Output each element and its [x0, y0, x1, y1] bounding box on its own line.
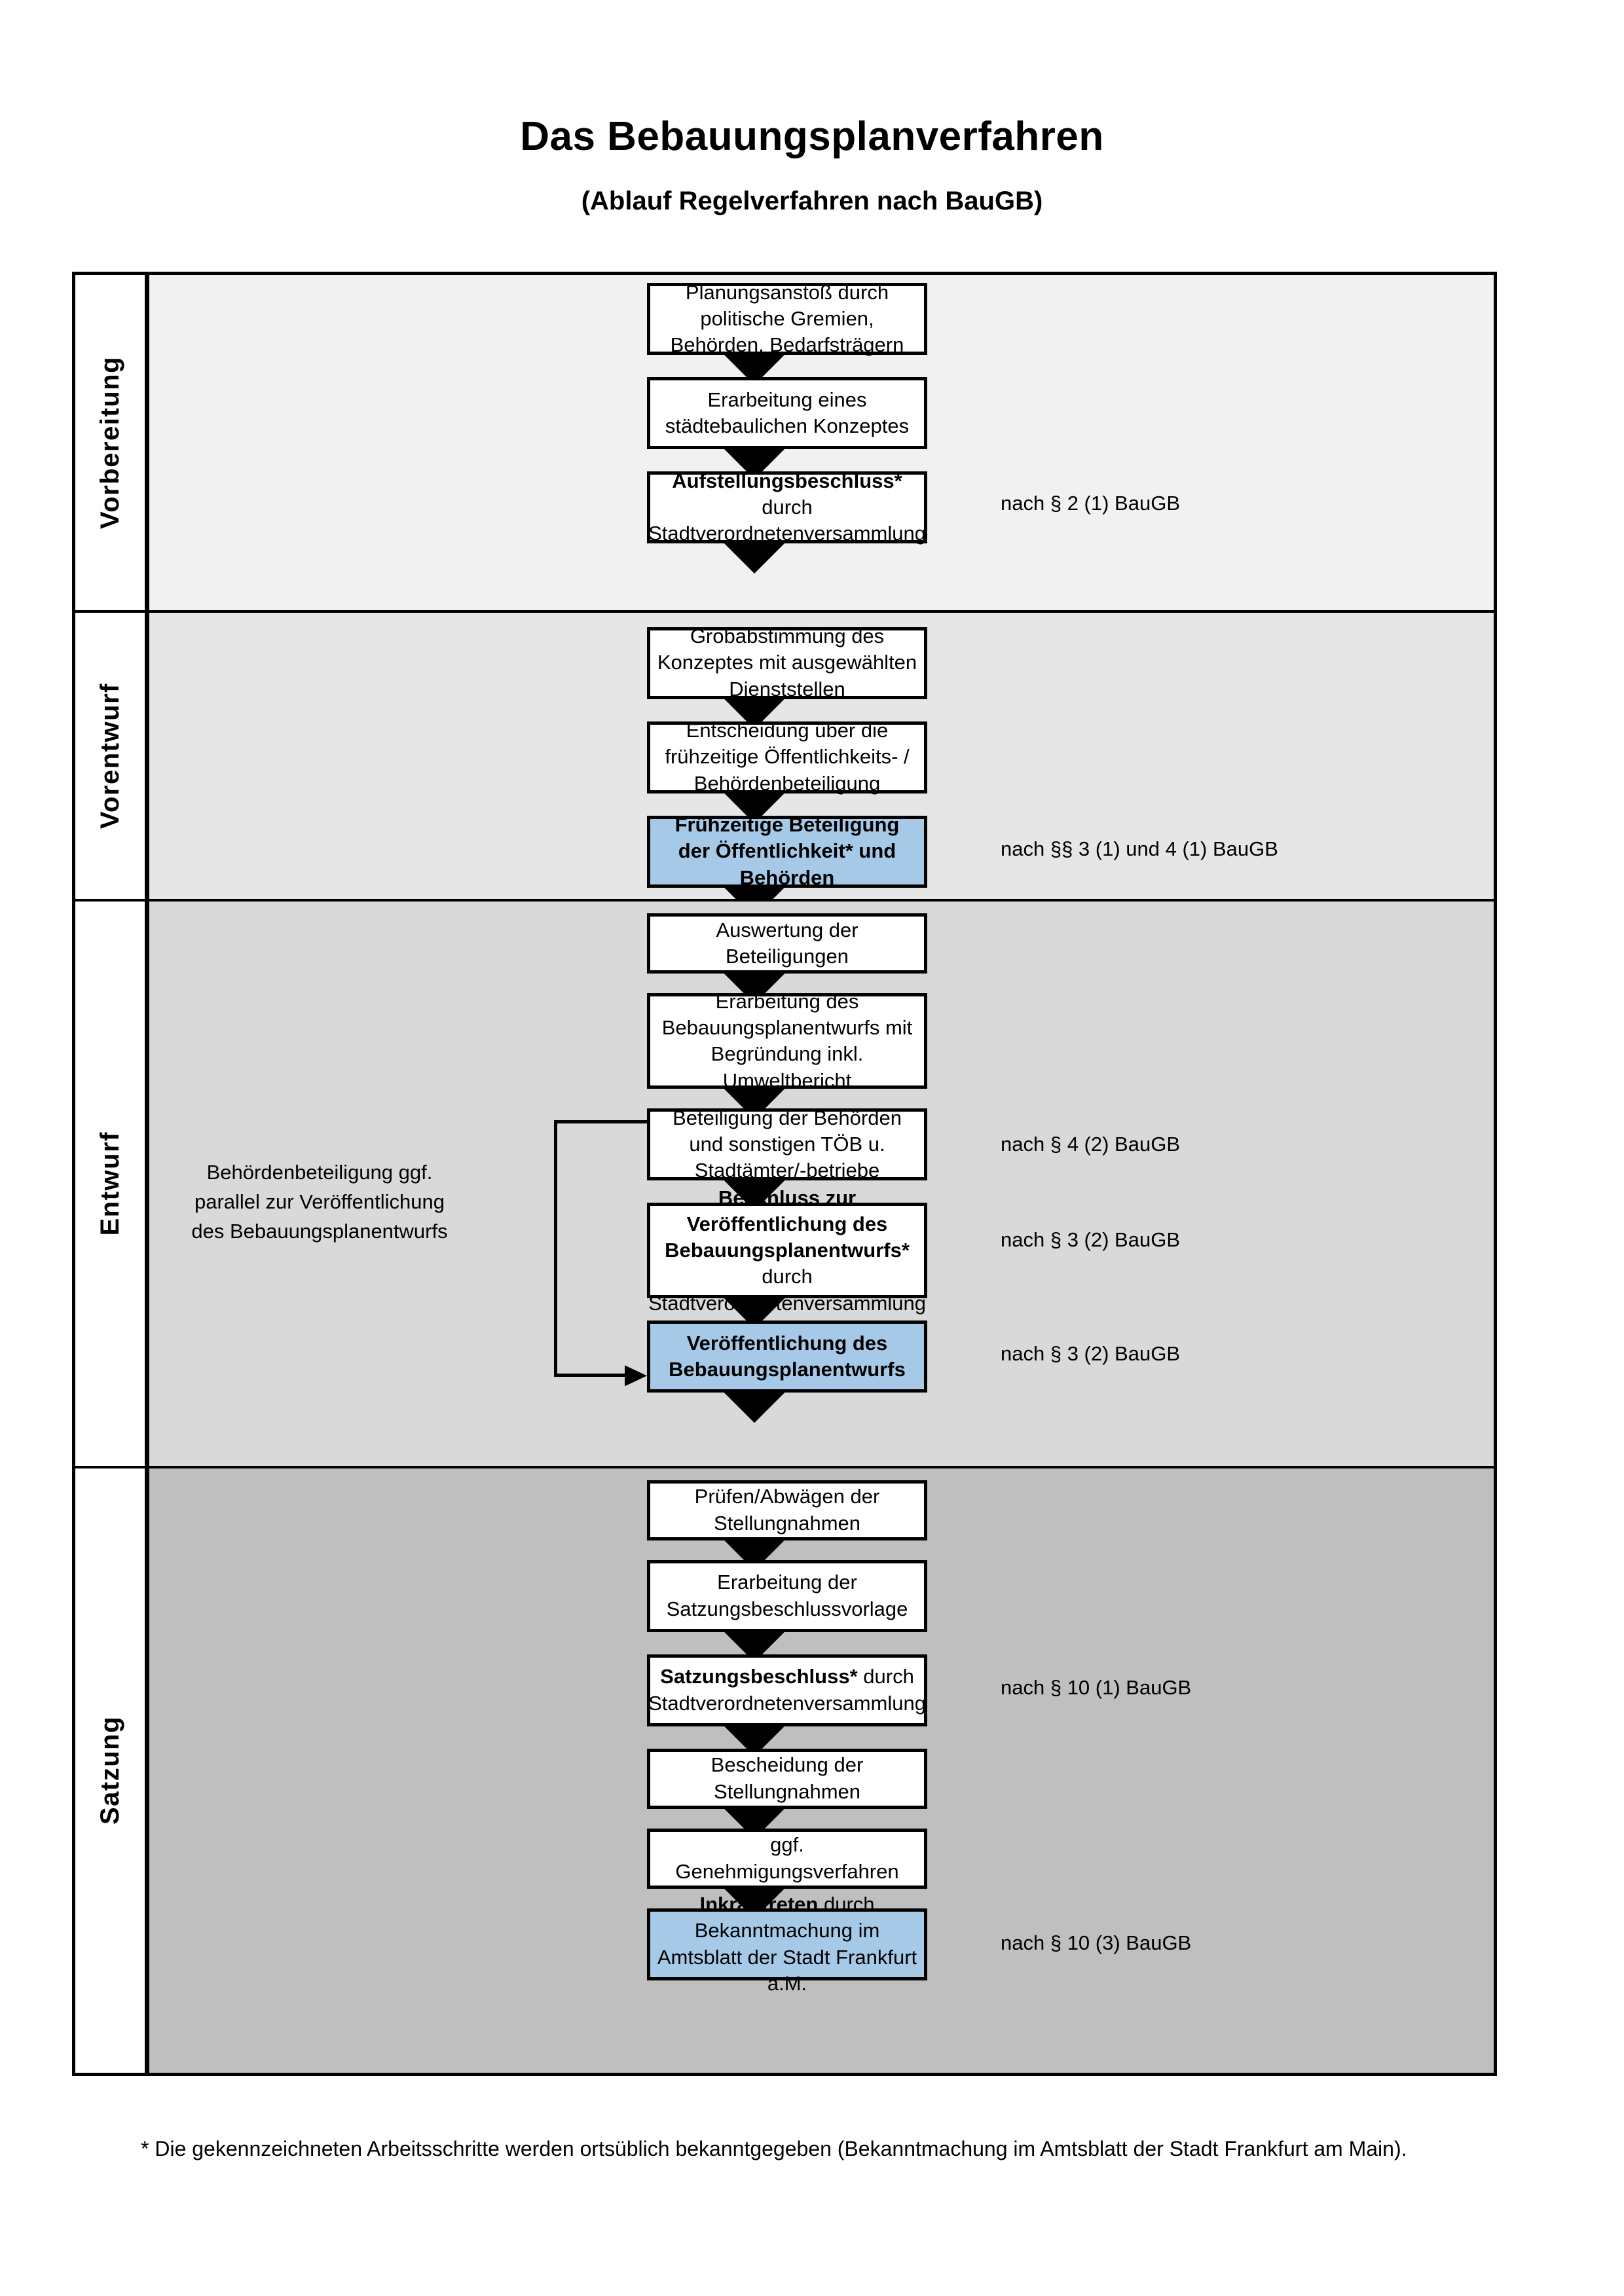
connector-segment-bottom	[554, 1374, 627, 1377]
legal-reference: nach § 10 (3) BauGB	[1001, 1931, 1192, 1954]
step-text: Erarbeitung eines städtebaulichen Konzep…	[665, 388, 910, 437]
step-box[interactable]: Prüfen/Abwägen der Stellungnahmen	[647, 1480, 927, 1540]
phase-label-text: Satzung	[95, 1716, 124, 1825]
connector-segment-top	[554, 1120, 647, 1124]
step-text: Entscheidung über die frühzeitige Öffent…	[665, 719, 910, 795]
phase-label-text: Vorentwurf	[95, 682, 124, 829]
flow-arrow-down-icon	[722, 541, 787, 574]
phase-band-satzung: Satzung Prüfen/Abwägen der Stellungnahme…	[75, 1468, 1494, 2073]
step-box-highlighted[interactable]: Frühzeitige Beteiligung der Öffentlichke…	[647, 813, 927, 889]
step-box[interactable]: Beschluss zur Veröffentlichung des Bebau…	[647, 1186, 927, 1315]
parallel-path-connector	[554, 1120, 650, 1387]
phase-band-vorbereitung: Vorbereitung Planungsanstoß durch politi…	[75, 275, 1494, 613]
phase-label-vorentwurf: Vorentwurf	[75, 612, 149, 900]
step-text-rest: durch Stadtverordnetenversammlung	[648, 495, 926, 545]
step-text-bold: Beschluss zur Veröffentlichung des Bebau…	[665, 1186, 910, 1262]
side-note: Behördenbeteiligung ggf. parallel zur Ve…	[191, 1161, 448, 1243]
step-text: Beschluss zur Veröffentlichung des Bebau…	[648, 1185, 926, 1317]
connector-arrowhead-icon	[625, 1365, 647, 1387]
phase-body-vorbereitung: Planungsanstoß durch politische Gremien,…	[149, 275, 1494, 610]
step-text: Erarbeitung des Bebauungsplanentwurfs mi…	[661, 989, 913, 1092]
phase-label-satzung: Satzung	[75, 1468, 149, 2073]
legal-reference: nach § 3 (2) BauGB	[1001, 1228, 1180, 1252]
phase-label-text: Entwurf	[95, 1131, 124, 1236]
phase-body-entwurf: Auswertung der Beteiligungen Erarbeitung…	[149, 902, 1494, 1466]
legal-reference: nach § 2 (1) BauGB	[1001, 492, 1180, 515]
legal-reference: nach § 4 (2) BauGB	[1001, 1133, 1180, 1156]
step-box[interactable]: Erarbeitung eines städtebaulichen Konzep…	[647, 377, 927, 449]
phase-label-text: Vorbereitung	[95, 355, 124, 529]
legal-reference: nach § 3 (2) BauGB	[1001, 1342, 1180, 1366]
step-text-bold: Aufstellungsbeschluss*	[672, 469, 902, 492]
phase-band-entwurf: Entwurf Auswertung der Beteiligungen Era…	[75, 902, 1494, 1468]
process-diagram-frame: Vorbereitung Planungsanstoß durch politi…	[72, 272, 1497, 2076]
step-text: Beteiligung der Behörden und sonstigen T…	[673, 1106, 902, 1182]
step-box[interactable]: Grobabstimmung des Konzeptes mit ausgewä…	[647, 625, 927, 701]
phase-label-entwurf: Entwurf	[75, 902, 149, 1466]
step-text: Satzungsbeschluss* durch Stadtverordnete…	[648, 1664, 926, 1717]
footnote: * Die gekennzeichneten Arbeitsschritte w…	[141, 2137, 1407, 2160]
legal-reference: nach §§ 3 (1) und 4 (1) BauGB	[1001, 837, 1278, 860]
page-title: Das Bebauungsplanverfahren	[520, 114, 1104, 159]
step-box[interactable]: Aufstellungsbeschluss* durch Stadtverord…	[647, 469, 927, 545]
step-text-rest: durch Stadtverordnetenversammlung	[648, 1665, 926, 1715]
phase-body-satzung: Prüfen/Abwägen der Stellungnahmen Erarbe…	[149, 1468, 1494, 2073]
phase-label-vorbereitung: Vorbereitung	[75, 275, 149, 610]
step-box[interactable]: Planungsanstoß durch politische Gremien,…	[647, 281, 927, 356]
step-box[interactable]: Erarbeitung des Bebauungsplanentwurfs mi…	[647, 990, 927, 1092]
step-box[interactable]: ggf. Genehmigungsverfahren	[647, 1828, 927, 1889]
step-box[interactable]: Beteiligung der Behörden und sonstigen T…	[647, 1106, 927, 1182]
connector-segment-vertical	[554, 1120, 557, 1377]
step-text: Prüfen/Abwägen der Stellungnahmen	[694, 1485, 880, 1535]
step-text-rest: durch Stadtverordnetenversammlung	[648, 1265, 926, 1315]
phase-body-vorentwurf: Grobabstimmung des Konzeptes mit ausgewä…	[149, 612, 1494, 918]
step-box[interactable]: Satzungsbeschluss* durch Stadtverordnete…	[647, 1654, 927, 1726]
page-subtitle: (Ablauf Regelverfahren nach BauGB)	[581, 187, 1043, 216]
document-header: Das Bebauungsplanverfahren (Ablauf Regel…	[0, 114, 1624, 216]
step-text: Grobabstimmung des Konzeptes mit ausgewä…	[657, 625, 917, 701]
step-box[interactable]: Entscheidung über die frühzeitige Öffent…	[647, 719, 927, 795]
step-box-highlighted[interactable]: Inkrafttreten durch Bekanntmachung im Am…	[647, 1893, 927, 1995]
step-box[interactable]: Auswertung der Beteiligungen	[647, 913, 927, 974]
phase-band-vorentwurf: Vorentwurf Grobabstimmung des Konzeptes …	[75, 612, 1494, 918]
step-text-bold: Inkrafttreten	[699, 1893, 819, 1916]
step-box[interactable]: Erarbeitung der Satzungsbeschlussvorlage	[647, 1559, 927, 1632]
step-text: Aufstellungsbeschluss* durch Stadtverord…	[648, 468, 926, 547]
step-box[interactable]: Bescheidung der Stellungnahmen	[647, 1748, 927, 1809]
step-text: Auswertung der Beteiligungen	[716, 919, 858, 968]
step-box-highlighted[interactable]: Veröffentlichung des Bebauungsplanentwur…	[647, 1321, 927, 1393]
step-text: Inkrafttreten durch Bekanntmachung im Am…	[657, 1891, 917, 1997]
step-text: Bescheidung der Stellungnahmen	[710, 1753, 864, 1803]
flow-arrow-down-icon	[722, 1390, 787, 1423]
step-text-bold: Satzungsbeschluss*	[660, 1665, 858, 1688]
step-text: Veröffentlichung des Bebauungsplanentwur…	[669, 1332, 906, 1381]
step-text: Planungsanstoß durch politische Gremien,…	[670, 280, 904, 357]
step-text: Erarbeitung der Satzungsbeschlussvorlage	[666, 1571, 908, 1620]
step-text: Frühzeitige Beteiligung der Öffentlichke…	[674, 813, 900, 889]
step-text: ggf. Genehmigungsverfahren	[675, 1833, 899, 1883]
step-text-rest: durch Bekanntmachung im Amtsblatt der St…	[657, 1893, 917, 1995]
legal-reference: nach § 10 (1) BauGB	[1001, 1675, 1192, 1699]
